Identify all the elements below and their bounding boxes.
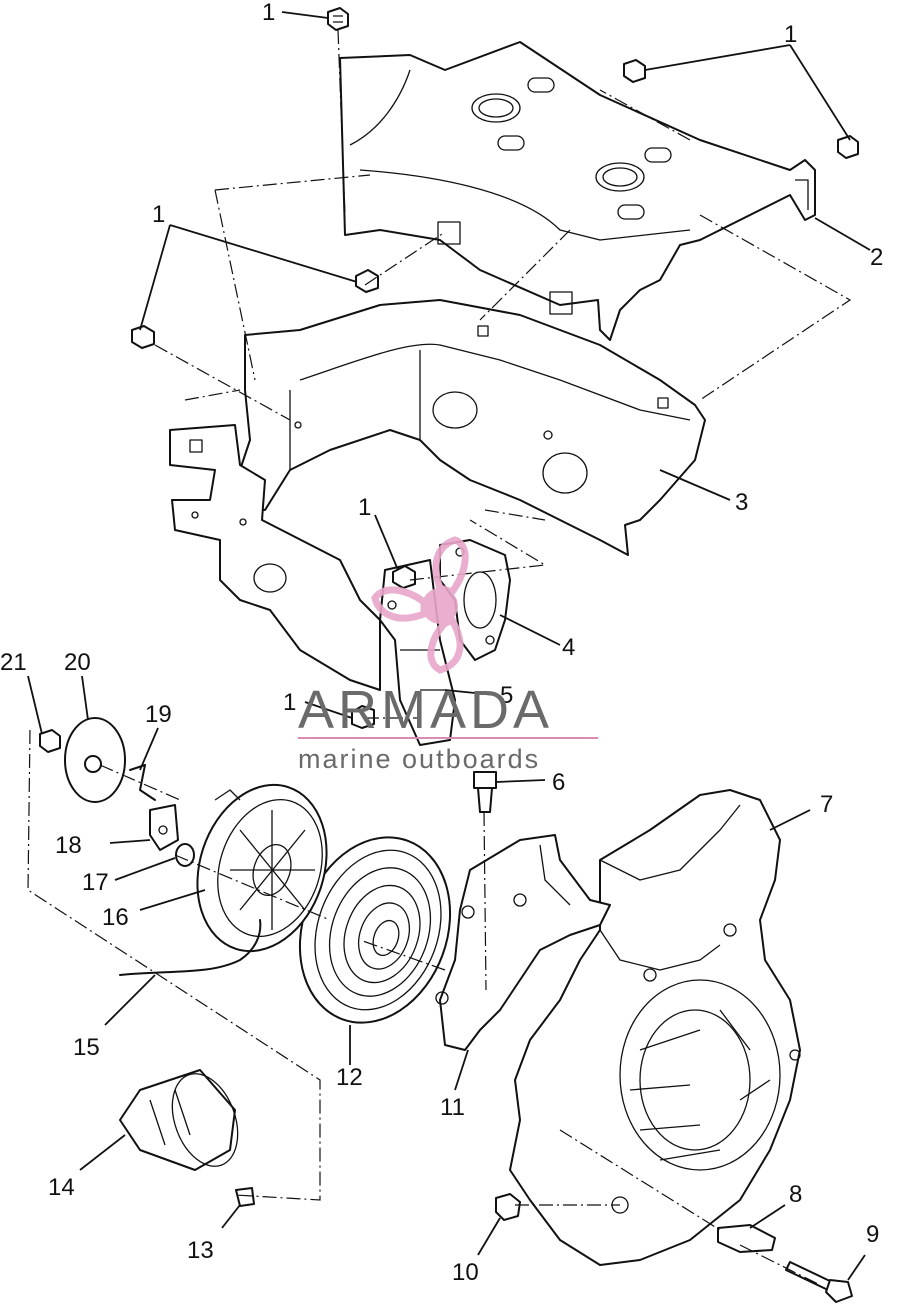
callout-4: 4 [562,634,575,661]
callout-6: 6 [552,769,565,796]
part-18-pawl [149,804,179,851]
callout-15: 15 [73,1034,100,1061]
part-8-clip [717,1224,776,1253]
part-21-nut [39,729,61,753]
part-13-screw [235,1187,255,1207]
callout-14: 14 [48,1174,75,1201]
bolt-1-right [837,135,859,159]
callout-10: 10 [452,1259,479,1286]
bolt-1-left [131,325,155,349]
callouts: 1 1 1 1 1 2 3 4 5 6 7 8 9 10 11 12 13 14… [0,0,883,1286]
callout-7: 7 [820,791,833,818]
callout-19: 19 [145,701,172,728]
part-12-spring [298,836,452,1024]
callout-8: 8 [789,1181,802,1208]
armada-brand-name: ARMADA [298,680,553,740]
armada-watermark: ARMADA marine outboards [298,536,598,774]
callout-1-top: 1 [262,0,275,26]
part-16-pulley [196,783,328,953]
callout-11: 11 [440,1094,465,1121]
assembly-lines [27,29,852,1286]
part-19-clip [129,764,156,801]
bolt-1-top-right [623,59,646,83]
part-17-spring [175,843,195,867]
callout-2: 2 [870,244,883,271]
part-10-bolt [495,1193,521,1221]
part-20-plate [64,717,126,803]
armada-tagline: marine outboards [298,744,540,774]
callout-21: 21 [0,649,27,676]
callout-16: 16 [102,904,129,931]
callout-20: 20 [64,649,91,676]
side-bracket [169,424,381,691]
part-9-screw [785,1261,853,1303]
bolt-1-mid [355,269,379,293]
bolt-1-lower [351,705,375,729]
callout-1-top-right: 1 [784,21,797,48]
bolt-1-center [392,565,416,589]
callout-1-center: 1 [358,494,371,521]
part-7-fan-housing [509,789,801,1266]
callout-13: 13 [187,1237,214,1264]
callout-5: 5 [500,682,513,709]
armada-logo [371,536,469,674]
bolt-1-top [327,7,349,31]
leader-lines [27,11,871,1281]
callout-1-lower: 1 [283,689,296,716]
callout-17: 17 [82,869,109,896]
part-14-cup [119,1069,239,1171]
callout-3: 3 [735,489,748,516]
part-2-upper-shroud [339,41,816,341]
part-6-bolt [473,771,497,813]
callout-18: 18 [55,832,82,859]
callout-9: 9 [866,1221,879,1248]
part-11-bracket [435,834,611,1051]
callout-1-upper-left: 1 [152,201,165,228]
part-3-lower-shroud [239,299,706,556]
callout-12: 12 [336,1064,363,1091]
